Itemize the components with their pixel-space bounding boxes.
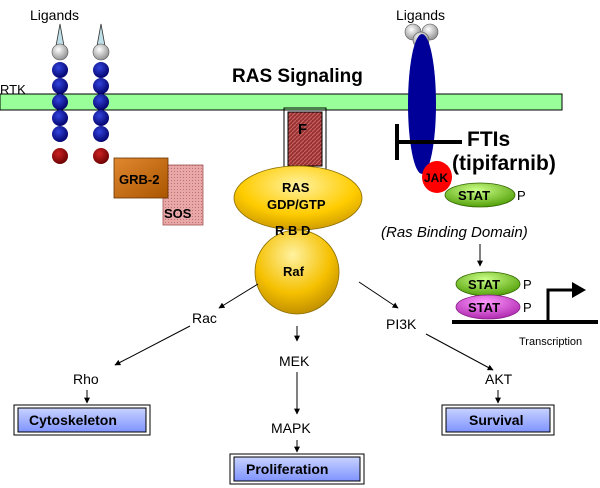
ras-label: RAS xyxy=(282,180,310,195)
akt-label: AKT xyxy=(485,371,513,387)
jak-label: JAK xyxy=(424,171,448,185)
mapk-label: MAPK xyxy=(271,420,311,436)
stat-dimer-top-phospho: P xyxy=(523,277,532,292)
raf-to-pi3k-arrow xyxy=(358,281,399,309)
rac-label: Rac xyxy=(192,310,217,326)
stat-protein xyxy=(444,182,516,208)
stat-dimer-bottom-phospho: P xyxy=(523,300,532,315)
stat-dimer-top-label: STAT xyxy=(468,277,500,292)
pi3k-to-akt-arrow xyxy=(425,333,494,371)
proliferation-label: Proliferation xyxy=(246,461,328,477)
farnesyl-box xyxy=(287,111,323,167)
grb2-label: GRB-2 xyxy=(119,172,159,187)
jak-protein xyxy=(422,161,452,193)
stat-phospho-label: P xyxy=(517,188,526,203)
stat-dimer-bottom xyxy=(455,294,521,320)
stat-label: STAT xyxy=(458,188,490,203)
cytokine-receptor xyxy=(408,34,436,174)
ligand-spike-1 xyxy=(55,23,65,47)
ras-gdp-gtp-label: GDP/GTP xyxy=(267,197,326,212)
rtk-label: RTK xyxy=(0,82,26,97)
transcription-label: Transcription xyxy=(519,336,582,348)
cell-membrane xyxy=(0,93,563,111)
raf-to-rac-arrow xyxy=(218,283,259,309)
grb2-box xyxy=(113,157,169,199)
transcription-start-arrow xyxy=(546,288,572,321)
proliferation-box xyxy=(233,456,361,482)
survival-label: Survival xyxy=(469,412,523,428)
diagram-title: RAS Signaling xyxy=(232,66,363,87)
rho-label: Rho xyxy=(73,371,99,387)
survival-box-outer xyxy=(441,404,555,436)
proliferation-box-outer xyxy=(229,453,365,485)
pi3k-label: PI3K xyxy=(386,316,417,332)
cytoskeleton-box xyxy=(17,407,147,433)
farnesyl-label: F xyxy=(298,121,307,138)
raf-label: Raf xyxy=(283,264,305,279)
cytoskeleton-label: Cytoskeleton xyxy=(29,412,117,428)
sos-label: SOS xyxy=(164,206,192,221)
ras-protein xyxy=(233,165,363,231)
ras-binding-domain-label: (Ras Binding Domain) xyxy=(381,224,528,241)
sos-box xyxy=(162,164,204,226)
ftis-label: FTIs xyxy=(467,128,510,151)
ligands-left-label: Ligands xyxy=(30,7,79,23)
ligand-spike-2 xyxy=(96,23,106,47)
rtk-receptor-1 xyxy=(51,43,69,164)
transcription-arrowhead xyxy=(572,282,586,298)
stat-dimer-bottom-label: STAT xyxy=(468,300,500,315)
rbd-label: R B D xyxy=(275,223,310,238)
cytoskeleton-box-outer xyxy=(13,404,151,436)
mek-label: MEK xyxy=(279,353,310,369)
rtk-receptor-2 xyxy=(92,43,110,164)
rac-to-rho-arrow xyxy=(114,325,191,366)
tipifarnib-label: (tipifarnib) xyxy=(452,152,556,175)
ligands-right-label: Ligands xyxy=(396,7,445,23)
survival-box xyxy=(445,407,551,433)
